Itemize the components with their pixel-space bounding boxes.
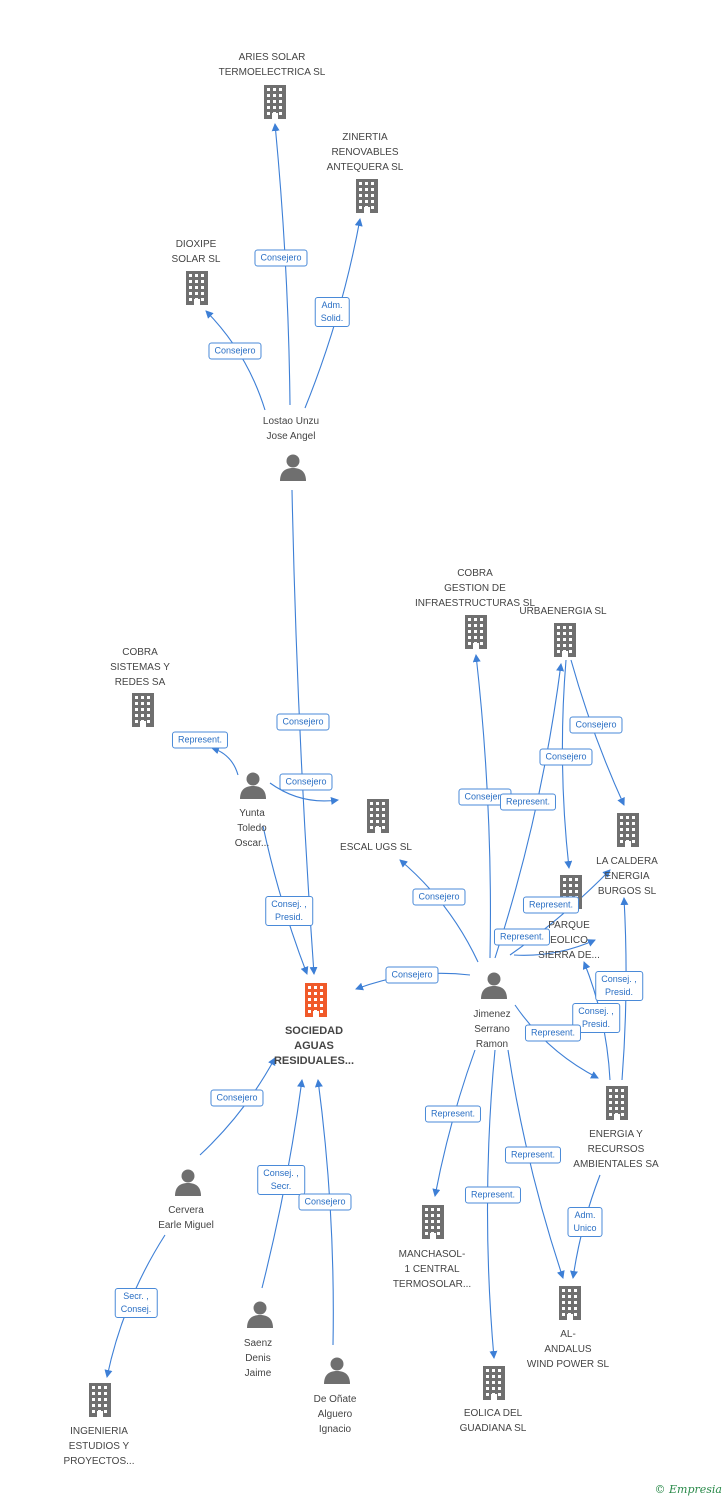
node-label-de-onate[interactable]: De Oñate Alguero Ignacio	[313, 1394, 357, 1435]
edge-label-energia_rec-la_caldera[interactable]: Consej. , Presid.	[595, 971, 643, 1001]
edge-label-lostao-dioxipe[interactable]: Consejero	[208, 342, 262, 360]
edge-label-yunta-cobra_sistemas[interactable]: Represent.	[171, 731, 229, 749]
building-icon[interactable]	[552, 623, 578, 662]
edge-label-jimenez-al_andalus[interactable]: Represent.	[504, 1146, 562, 1164]
edge-jimenez-escal	[399, 859, 479, 963]
node-label-yunta[interactable]: Yunta Toledo Oscar...	[234, 808, 270, 849]
edge-jimenez-eolica	[486, 1049, 498, 1359]
edge-label-jimenez-energia_rec[interactable]: Represent.	[524, 1024, 582, 1042]
edge-label-lostao-zinertia[interactable]: Adm. Solid.	[314, 297, 350, 327]
building-icon[interactable]	[365, 799, 391, 838]
person-icon[interactable]	[246, 1300, 274, 1333]
edge-cervera-sociedad	[199, 1057, 276, 1156]
node-label-la-caldera[interactable]: LA CALDERA ENERGIA BURGOS SL	[596, 856, 658, 897]
edge-lostao-dioxipe	[205, 310, 266, 411]
person-icon[interactable]	[480, 971, 508, 1004]
person-icon[interactable]	[279, 453, 307, 486]
edge-jimenez-urbaenergia	[494, 663, 565, 959]
edge-label-jimenez-sociedad[interactable]: Consejero	[385, 966, 439, 984]
building-icon[interactable]	[481, 1366, 507, 1405]
node-label-escal[interactable]: ESCAL UGS SL	[340, 842, 412, 853]
node-label-cobra-gestion[interactable]: COBRA GESTION DE INFRAESTRUCTURAS SL	[414, 568, 536, 609]
building-icon[interactable]	[262, 85, 288, 124]
node-label-al-andalus[interactable]: AL- ANDALUS WIND POWER SL	[526, 1329, 610, 1370]
person-icon[interactable]	[323, 1356, 351, 1389]
node-label-jimenez[interactable]: Jimenez Serrano Ramon	[473, 1009, 511, 1050]
node-label-aries[interactable]: ARIES SOLAR TERMOELECTRICA SL	[218, 52, 326, 78]
edge-yunta-escal	[269, 782, 339, 805]
edge-de_onate-sociedad	[314, 1079, 334, 1346]
edge-label-saenz-sociedad[interactable]: Consej. , Secr.	[257, 1165, 305, 1195]
building-icon[interactable]	[463, 615, 489, 654]
person-icon[interactable]	[174, 1168, 202, 1201]
edge-label-urbaenergia-la_caldera[interactable]: Consejero	[569, 716, 623, 734]
edge-label-yunta-sociedad[interactable]: Consej. , Presid.	[265, 896, 313, 926]
edge-yunta-cobra_sistemas	[211, 746, 239, 776]
node-label-eolica[interactable]: EOLICA DEL GUADIANA SL	[459, 1408, 527, 1434]
node-label-cervera[interactable]: Cervera Earle Miguel	[158, 1205, 214, 1231]
building-icon[interactable]	[615, 813, 641, 852]
edge-label-cervera-ingenieria[interactable]: Secr. , Consej.	[114, 1288, 158, 1318]
edge-label-lostao-aries[interactable]: Consejero	[254, 249, 308, 267]
edge-jimenez-parque	[513, 939, 596, 956]
edge-label-de_onate-sociedad[interactable]: Consejero	[298, 1193, 352, 1211]
node-label-zinertia[interactable]: ZINERTIA RENOVABLES ANTEQUERA SL	[326, 132, 404, 173]
edge-jimenez-la_caldera	[509, 869, 611, 956]
edge-urbaenergia-la_caldera	[570, 659, 625, 806]
edge-label-jimenez-manchasol[interactable]: Represent.	[424, 1105, 482, 1123]
node-label-dioxipe[interactable]: DIOXIPE SOLAR SL	[171, 239, 221, 265]
edge-label-energia_rec-al_andalus[interactable]: Adm. Unico	[567, 1207, 603, 1237]
node-label-parque[interactable]: PARQUE EOLICO SIERRA DE...	[538, 920, 600, 961]
node-label-saenz[interactable]: Saenz Denis Jaime	[243, 1338, 273, 1379]
edge-label-lostao-sociedad[interactable]: Consejero	[276, 713, 330, 731]
building-icon[interactable]	[354, 179, 380, 218]
node-label-manchasol[interactable]: MANCHASOL- 1 CENTRAL TERMOSOLAR...	[392, 1249, 472, 1290]
node-label-cobra-sistemas[interactable]: COBRA SISTEMAS Y REDES SA	[110, 647, 170, 688]
building-icon[interactable]	[420, 1205, 446, 1244]
edge-label-yunta-escal[interactable]: Consejero	[279, 773, 333, 791]
building-icon[interactable]	[557, 1286, 583, 1325]
edge-jimenez-energia_rec	[514, 1004, 599, 1079]
edge-label-jimenez-escal[interactable]: Consejero	[412, 888, 466, 906]
edge-label-cervera-sociedad[interactable]: Consejero	[210, 1089, 264, 1107]
building-icon[interactable]	[130, 693, 156, 732]
node-label-sociedad[interactable]: SOCIEDAD AGUAS RESIDUALES...	[273, 1025, 355, 1067]
person-icon[interactable]	[239, 771, 267, 804]
edge-label-jimenez-parque[interactable]: Represent.	[493, 928, 551, 946]
node-label-energia-rec[interactable]: ENERGIA Y RECURSOS AMBIENTALES SA	[573, 1129, 659, 1170]
empresia-watermark: © Empresia	[654, 1483, 723, 1496]
edge-label-jimenez-urbaenergia[interactable]: Represent.	[499, 793, 557, 811]
edge-jimenez-manchasol	[432, 1049, 476, 1197]
edge-label-jimenez-cobra_gestion[interactable]: Consejero	[458, 788, 512, 806]
node-label-lostao[interactable]: Lostao Unzu Jose Angel	[262, 416, 320, 442]
building-icon[interactable]	[303, 983, 329, 1022]
edge-label-urbaenergia-parque[interactable]: Consejero	[539, 748, 593, 766]
edge-jimenez-cobra_gestion	[472, 654, 491, 959]
edge-jimenez-al_andalus	[507, 1049, 565, 1279]
node-label-urbaenergia[interactable]: URBAENERGIA SL	[519, 606, 607, 617]
edge-label-jimenez-la_caldera[interactable]: Represent.	[522, 896, 580, 914]
building-icon[interactable]	[184, 271, 210, 310]
edge-label-jimenez-eolica[interactable]: Represent.	[464, 1186, 522, 1204]
node-label-ingenieria[interactable]: INGENIERIA ESTUDIOS Y PROYECTOS...	[63, 1426, 135, 1467]
building-icon[interactable]	[87, 1383, 113, 1422]
building-icon[interactable]	[604, 1086, 630, 1125]
